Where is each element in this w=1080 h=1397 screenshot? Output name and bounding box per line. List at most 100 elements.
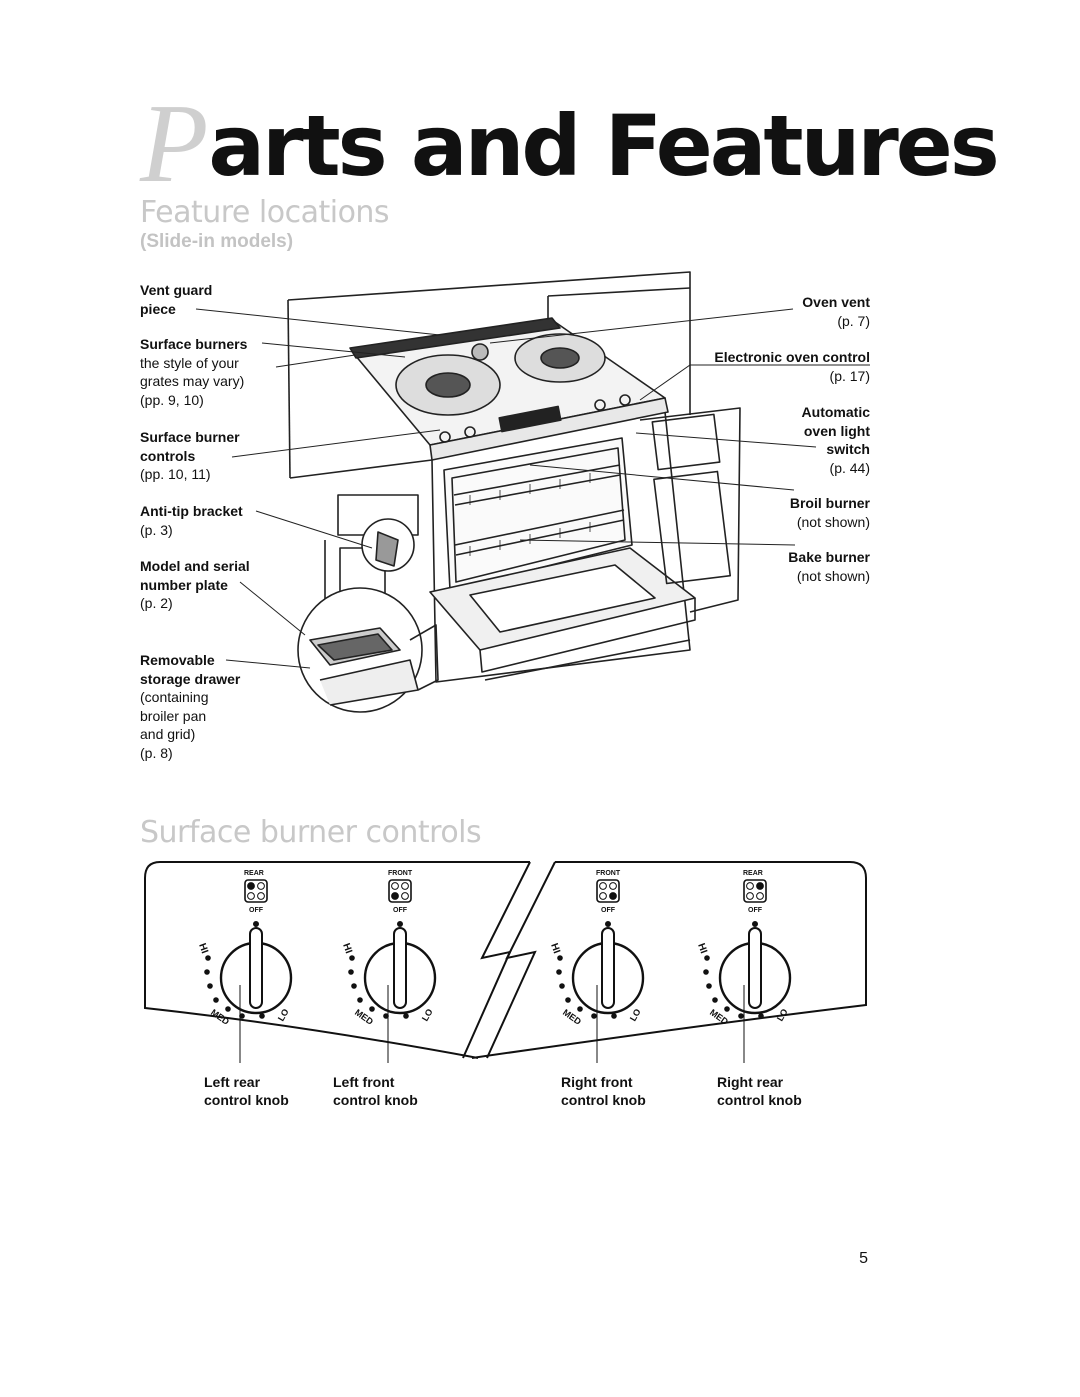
heat-level-dot xyxy=(565,997,571,1003)
page-number: 5 xyxy=(859,1250,868,1267)
knob-handle xyxy=(393,927,407,1009)
knob-handle xyxy=(748,927,762,1009)
knob-med-text: MED xyxy=(707,1007,731,1027)
knob-hi-text: HI xyxy=(196,941,210,956)
burner-dot xyxy=(609,892,617,900)
heat-level-dot xyxy=(205,955,211,961)
knob-dial xyxy=(219,941,293,1015)
heat-level-dot xyxy=(383,1013,389,1019)
knob-off-text: OFF xyxy=(249,907,263,914)
burner-dot xyxy=(401,882,409,890)
heat-level-dot xyxy=(738,1013,744,1019)
heat-level-dot xyxy=(207,983,213,989)
heat-level-dot xyxy=(559,983,565,989)
knob-handle xyxy=(249,927,263,1009)
knob-med-text: MED xyxy=(560,1007,584,1027)
burner-indicator-icon xyxy=(244,879,268,903)
burner-knob-4[interactable] xyxy=(703,879,792,1019)
label-oven-vent: Oven vent (p. 7) xyxy=(802,294,870,329)
burner-dot xyxy=(599,882,607,890)
heat-level-dot xyxy=(704,955,710,961)
label-electronic-oven-control: Electronic oven control (p. 17) xyxy=(714,349,870,384)
burner-dot xyxy=(247,882,255,890)
heat-level-dot xyxy=(213,997,219,1003)
knob-off-text: OFF xyxy=(393,907,407,914)
feature-locations-heading: Feature locations xyxy=(140,195,390,230)
burner-dot xyxy=(609,882,617,890)
burner-dot xyxy=(599,892,607,900)
off-marker xyxy=(253,921,259,927)
burner-dot xyxy=(257,892,265,900)
heat-level-dot xyxy=(706,983,712,989)
label-surface-burner-controls: Surface burner controls (pp. 10, 11) xyxy=(140,429,240,482)
knob-med-text: MED xyxy=(208,1007,232,1027)
knob-dial xyxy=(571,941,645,1015)
knob-position-text: REAR xyxy=(244,870,264,877)
heat-level-dot xyxy=(724,1006,730,1012)
knob-dial xyxy=(718,941,792,1015)
title-initial: P xyxy=(140,82,209,206)
heat-level-dot xyxy=(225,1006,231,1012)
knob-position-text: FRONT xyxy=(388,870,413,877)
heat-level-dot xyxy=(259,1013,265,1019)
knob-lo-text: LO xyxy=(275,1007,291,1023)
label-surface-burners: Surface burners the style of your grates… xyxy=(140,336,248,408)
burner-dot xyxy=(401,892,409,900)
label-anti-tip-bracket: Anti-tip bracket (p. 3) xyxy=(140,503,243,538)
knob-lo-text: LO xyxy=(774,1007,790,1023)
heat-level-dot xyxy=(556,969,562,975)
page-title: Parts and Features xyxy=(140,88,1000,200)
knob-lo-text: LO xyxy=(419,1007,435,1023)
heat-level-dot xyxy=(348,969,354,975)
surface-burner-controls-heading: Surface burner controls xyxy=(140,815,482,850)
heat-level-dot xyxy=(703,969,709,975)
heat-level-dot xyxy=(611,1013,617,1019)
burner-dot xyxy=(247,892,255,900)
burner-knob-1[interactable] xyxy=(204,879,293,1019)
heat-level-dot xyxy=(357,997,363,1003)
burner-dot xyxy=(391,892,399,900)
heat-level-dot xyxy=(204,969,210,975)
knob-position-text: REAR xyxy=(743,870,763,877)
heat-level-dot xyxy=(557,955,563,961)
heat-level-dot xyxy=(403,1013,409,1019)
burner-knob-3[interactable] xyxy=(556,879,645,1019)
range-illustration xyxy=(195,271,870,713)
heat-level-dot xyxy=(349,955,355,961)
heat-level-dot xyxy=(577,1006,583,1012)
heat-level-dot xyxy=(239,1013,245,1019)
label-vent-guard-piece: Vent guard piece xyxy=(140,282,213,317)
label-bake-burner: Bake burner (not shown) xyxy=(788,549,870,584)
knob-lo-text: LO xyxy=(627,1007,643,1023)
heat-level-dot xyxy=(758,1013,764,1019)
knob-off-text: OFF xyxy=(601,907,615,914)
label-oven-light-switch: Automatic oven light switch (p. 44) xyxy=(801,404,870,476)
heat-level-dot xyxy=(369,1006,375,1012)
knob-med-text: MED xyxy=(352,1007,376,1027)
burner-indicator-icon xyxy=(596,879,620,903)
label-storage-drawer: Removable storage drawer (containing bro… xyxy=(140,652,241,761)
burner-indicator-icon xyxy=(388,879,412,903)
burner-dot xyxy=(391,882,399,890)
knob-hi-text: HI xyxy=(340,941,354,956)
off-marker xyxy=(605,921,611,927)
heat-level-dot xyxy=(712,997,718,1003)
burner-knob-2[interactable] xyxy=(348,879,437,1019)
heat-level-dot xyxy=(591,1013,597,1019)
knob-off-text: OFF xyxy=(748,907,762,914)
heat-level-dot xyxy=(351,983,357,989)
slide-in-models-subheading: (Slide-in models) xyxy=(140,231,294,252)
burner-dot xyxy=(257,882,265,890)
burner-dot xyxy=(756,892,764,900)
knob-hi-text: HI xyxy=(695,941,709,956)
knob-position-text: FRONT xyxy=(596,870,621,877)
knob-handle xyxy=(601,927,615,1009)
burner-dot xyxy=(746,892,754,900)
off-marker xyxy=(752,921,758,927)
burner-dot xyxy=(746,882,754,890)
burner-dot xyxy=(756,882,764,890)
